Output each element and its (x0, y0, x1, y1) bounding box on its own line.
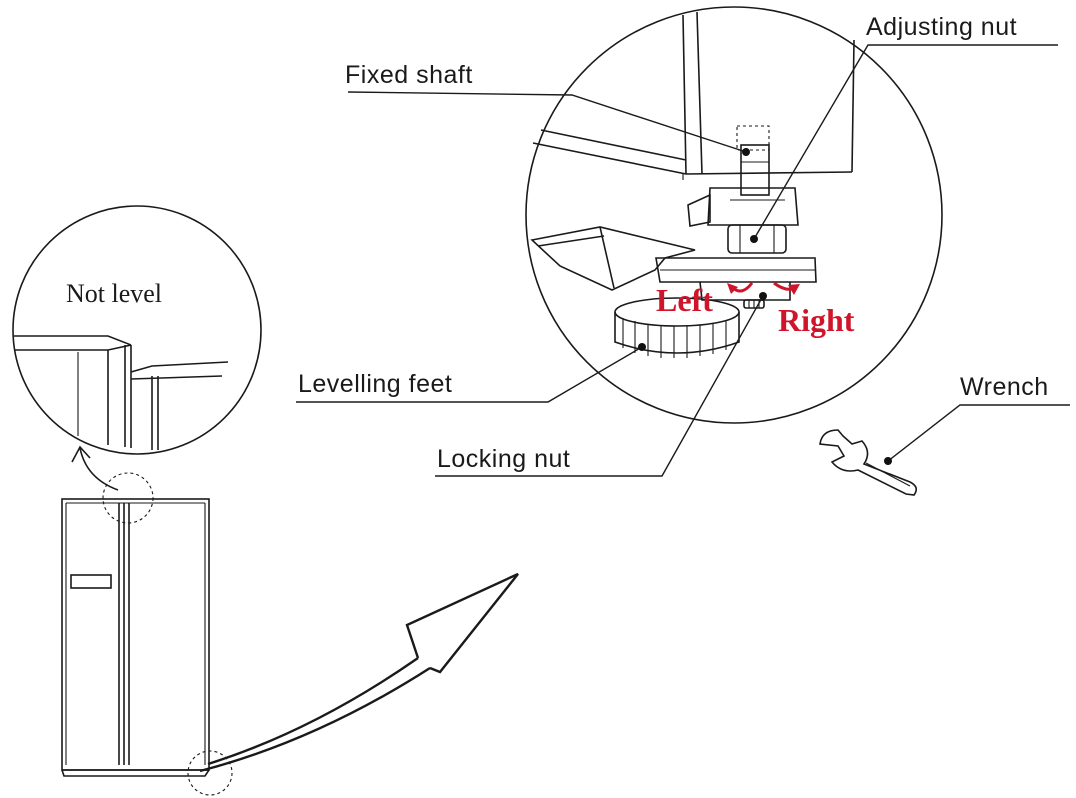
wrench-icon (819, 429, 918, 496)
wrench-label: Wrench (960, 373, 1049, 401)
right-direction-label: Right (778, 302, 855, 338)
magnified-foot-detail: Left Right (525, 6, 943, 424)
cabinet-corner (532, 11, 855, 180)
mounting-plate (530, 226, 696, 291)
inset-pointer-arrow (71, 445, 119, 491)
callout-fixed-shaft: Fixed shaft (345, 61, 750, 156)
adjusting-nut-label: Adjusting nut (866, 13, 1017, 41)
locking-nut-label: Locking nut (437, 445, 570, 473)
fixed-shaft (736, 125, 770, 196)
fixed-shaft-label: Fixed shaft (345, 61, 473, 89)
left-direction-label: Left (656, 282, 713, 318)
top-detail-circle (102, 472, 154, 524)
callout-locking-nut: Locking nut (435, 292, 767, 477)
callout-levelling-feet: Levelling feet (296, 343, 646, 403)
magnify-pointer-arrow (199, 572, 519, 773)
adjusting-nut (727, 224, 787, 254)
left-rotation-arrow (727, 282, 754, 294)
levelling-foot-wheel (614, 297, 740, 358)
locking-nut (743, 299, 765, 309)
right-rotation-arrow (773, 281, 800, 295)
refrigerator (61, 472, 233, 796)
not-level-inset: Not level (12, 205, 262, 455)
levelling-feet-label: Levelling feet (298, 370, 452, 398)
not-level-label: Not level (66, 279, 162, 308)
bracket (687, 187, 799, 227)
callout-adjusting-nut: Adjusting nut (750, 13, 1058, 243)
callout-wrench: Wrench (884, 373, 1070, 465)
foot-detail-circle (187, 750, 233, 796)
